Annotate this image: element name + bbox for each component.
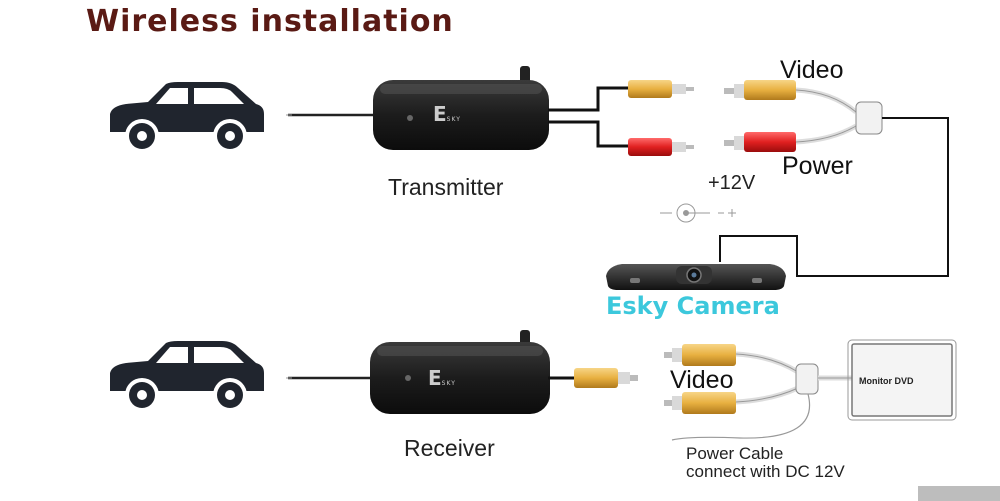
logo-letter: E bbox=[428, 366, 442, 390]
receiver-device bbox=[370, 330, 550, 414]
rca-video-connector-receiver bbox=[574, 368, 638, 388]
car-icon-bottom bbox=[110, 341, 264, 412]
video-label-top: Video bbox=[780, 56, 844, 84]
receiver-label: Receiver bbox=[404, 435, 495, 461]
logo-text: SKY bbox=[446, 116, 461, 123]
rca-video-connector-monitor-2 bbox=[664, 392, 736, 414]
esky-logo-receiver: ESKY bbox=[428, 366, 456, 390]
dc-polarity-symbol bbox=[660, 203, 736, 223]
license-plate-camera bbox=[606, 264, 786, 290]
transmitter-device bbox=[373, 66, 549, 150]
rca-video-connector-monitor-1 bbox=[664, 344, 736, 366]
monitor-dvd-label: Monitor DVD bbox=[859, 376, 914, 386]
transmitter-label: Transmitter bbox=[388, 174, 504, 200]
corner-bar bbox=[918, 486, 1000, 501]
esky-camera-label: Esky Camera bbox=[606, 292, 780, 320]
logo-text: SKY bbox=[441, 380, 456, 387]
power-label: Power bbox=[782, 152, 853, 180]
rca-power-connector-transmitter bbox=[628, 138, 694, 156]
esky-logo-transmitter: ESKY bbox=[433, 102, 461, 126]
monitor-dvd-box bbox=[847, 339, 957, 421]
plus12v-label: +12V bbox=[708, 172, 756, 194]
car-icon-top bbox=[110, 82, 264, 153]
rca-video-connector-camera bbox=[724, 80, 796, 100]
diagram-title: Wireless installation bbox=[86, 4, 454, 39]
power-cable-sublabel: connect with DC 12V bbox=[686, 462, 845, 481]
logo-letter: E bbox=[433, 102, 447, 126]
rca-power-connector-camera bbox=[724, 132, 796, 152]
power-cable-label: Power Cable bbox=[686, 444, 784, 463]
video-label-bottom: Video bbox=[670, 366, 734, 394]
rca-video-connector-transmitter bbox=[628, 80, 694, 98]
